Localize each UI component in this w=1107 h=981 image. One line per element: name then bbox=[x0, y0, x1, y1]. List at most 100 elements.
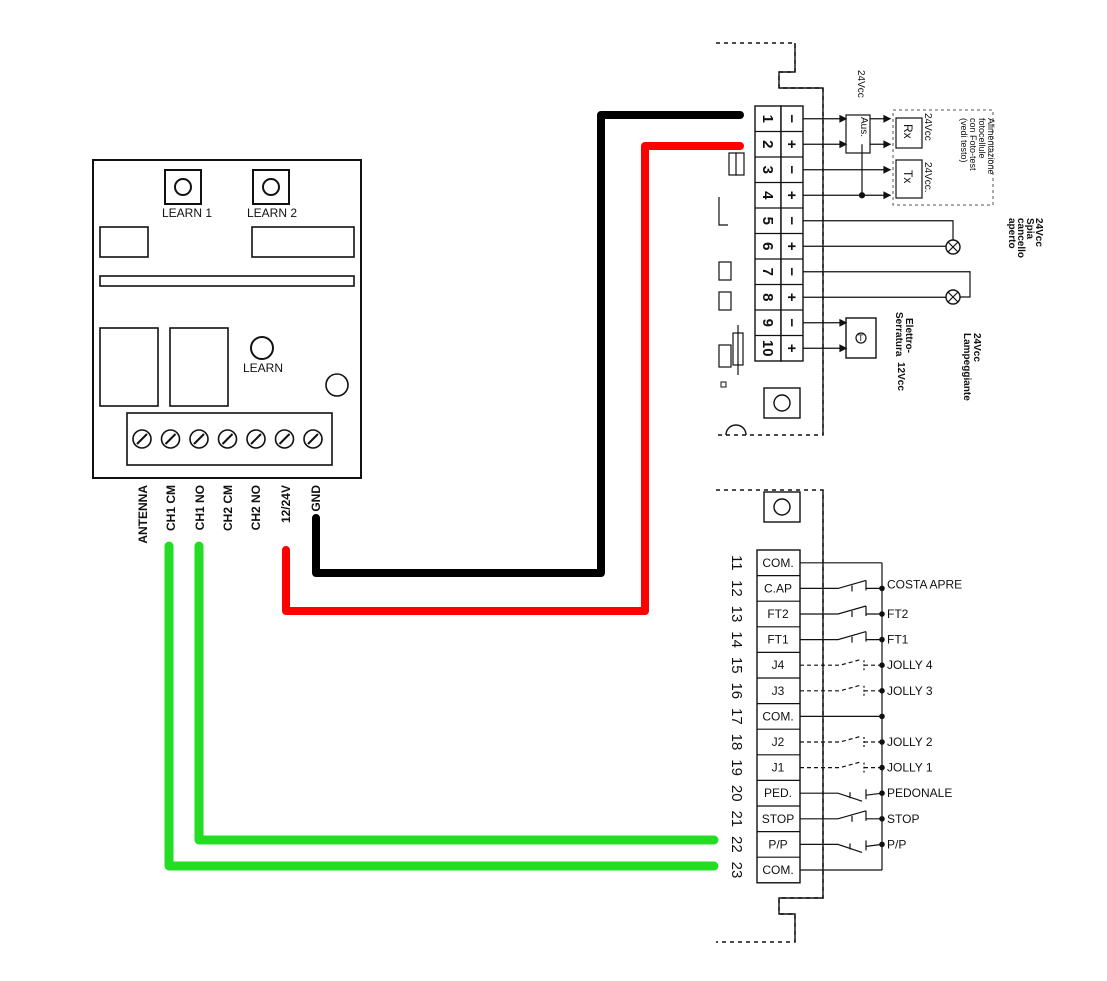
photocell-note-line: (vedi testo) bbox=[959, 118, 969, 163]
terminal-number: 23 bbox=[728, 862, 745, 879]
spia-note-line: cancello bbox=[1015, 218, 1026, 258]
terminal-number: 4 bbox=[759, 191, 776, 200]
terminal-output-label: JOLLY 2 bbox=[887, 735, 933, 749]
photocell-note-line: fotocellule bbox=[977, 118, 987, 159]
tx-box bbox=[895, 159, 923, 199]
lamp-note-line: Lampeggiante bbox=[961, 333, 972, 401]
lamp-note-line: 24Vcc bbox=[971, 333, 982, 362]
terminal-label: FT1 bbox=[767, 633, 789, 647]
terminal-number: 14 bbox=[728, 631, 745, 648]
aus-box bbox=[845, 114, 871, 154]
relay-1 bbox=[99, 327, 159, 407]
screw-slot bbox=[193, 433, 205, 445]
terminal-label: C.AP bbox=[764, 581, 792, 595]
learn-button[interactable] bbox=[250, 336, 274, 360]
terminal-sign: + bbox=[783, 242, 800, 251]
terminal-label: FT2 bbox=[767, 607, 789, 621]
learn-label: LEARN bbox=[243, 361, 283, 375]
terminal-sign: − bbox=[783, 165, 800, 174]
aus-label: Aus. bbox=[858, 117, 869, 137]
terminal-label: COM. bbox=[762, 863, 793, 877]
terminal-number: 13 bbox=[728, 606, 745, 623]
green-wire-ch1-cm bbox=[164, 541, 719, 871]
board-component bbox=[735, 152, 745, 176]
terminal-number: 8 bbox=[759, 293, 776, 301]
photocell-note-line: con Foto-test bbox=[968, 118, 978, 171]
mounting-hole-icon bbox=[325, 373, 349, 397]
lock-note-line: 12Vcc bbox=[895, 362, 906, 391]
screw-slot bbox=[307, 433, 319, 445]
spia-note-line: aperto bbox=[1006, 218, 1017, 249]
aus-voltage-label: 24Vcc bbox=[855, 70, 866, 98]
terminal-number: 1 bbox=[759, 115, 776, 123]
terminal-number: 9 bbox=[759, 319, 776, 327]
lower-terminal-strip bbox=[756, 549, 801, 884]
receiver-terminal-label: CH2 CM bbox=[221, 485, 235, 531]
board-screw-icon bbox=[773, 498, 791, 516]
board-component bbox=[718, 261, 732, 281]
terminal-label: PED. bbox=[764, 786, 792, 800]
receiver-terminal-label: ANTENNA bbox=[136, 485, 150, 544]
terminal-sign: − bbox=[783, 114, 800, 123]
terminal-number: 6 bbox=[759, 242, 776, 250]
screw-slot bbox=[221, 433, 234, 445]
learn2-button-knob bbox=[262, 178, 280, 196]
wires bbox=[164, 111, 744, 871]
board-component bbox=[718, 291, 732, 311]
terminal-number: 16 bbox=[728, 682, 745, 699]
spia-note-line: Spia bbox=[1024, 218, 1035, 240]
learn1-label: LEARN 1 bbox=[162, 206, 212, 220]
rx-voltage-label: 24Vcc bbox=[922, 113, 933, 141]
component-strip bbox=[99, 275, 355, 287]
terminal-output-label: JOLLY 3 bbox=[887, 684, 933, 698]
terminal-number: 20 bbox=[728, 785, 745, 802]
terminal-output-label: PEDONALE bbox=[887, 786, 952, 800]
terminal-label: P/P bbox=[768, 837, 787, 851]
terminal-number: 5 bbox=[759, 217, 776, 225]
terminal-output-label: JOLLY 4 bbox=[887, 658, 933, 672]
terminal-output-label: P/P bbox=[887, 837, 906, 851]
rx-box bbox=[895, 117, 923, 149]
screw-slot bbox=[250, 433, 262, 445]
terminal-label: COM. bbox=[762, 709, 793, 723]
terminal-output-label: COSTA APRE bbox=[887, 577, 962, 591]
receiver-terminal-label: CH2 NO bbox=[249, 485, 263, 530]
terminal-number: 12 bbox=[728, 580, 745, 597]
lock-note-line: Elettro- bbox=[903, 318, 914, 353]
screw-slot bbox=[278, 433, 291, 445]
terminal-number: 7 bbox=[759, 268, 776, 276]
terminal-label: J3 bbox=[772, 684, 785, 698]
terminal-sign: + bbox=[783, 293, 800, 302]
terminal-sign: + bbox=[783, 191, 800, 200]
terminal-sign: − bbox=[783, 267, 800, 276]
terminal-number: 21 bbox=[728, 810, 745, 827]
terminal-output-label: STOP bbox=[887, 812, 919, 826]
red-wire bbox=[282, 142, 744, 615]
receiver-terminal-label: CH1 CM bbox=[164, 485, 178, 531]
terminal-label: J2 bbox=[772, 735, 785, 749]
receiver-terminal-label: GND bbox=[309, 485, 323, 512]
receiver-terminal-label: CH1 NO bbox=[193, 485, 207, 530]
terminal-number: 19 bbox=[728, 759, 745, 776]
electro-lock-icon: T bbox=[858, 333, 864, 343]
receiver-terminal-label: 12/24V bbox=[279, 485, 293, 523]
terminal-number: 15 bbox=[728, 657, 745, 674]
terminal-sign: + bbox=[783, 344, 800, 353]
learn2-label: LEARN 2 bbox=[247, 206, 297, 220]
terminal-sign: − bbox=[783, 318, 800, 327]
relay-2 bbox=[169, 327, 229, 407]
component-block-left bbox=[99, 226, 149, 258]
terminal-label: COM. bbox=[762, 556, 793, 570]
terminal-label: J1 bbox=[772, 761, 785, 775]
terminal-number: 18 bbox=[728, 734, 745, 751]
green-wire-ch1-no bbox=[194, 541, 719, 845]
receiver-module: LEARN 1 LEARN 2 LEARN ANTENNA CH1 CM CH1 N… bbox=[92, 159, 362, 544]
spia-note-line: 24Vcc bbox=[1033, 218, 1044, 247]
board-screw-icon bbox=[773, 394, 791, 412]
terminal-label: J4 bbox=[772, 658, 785, 672]
terminal-number: 10 bbox=[759, 340, 776, 357]
terminal-number: 2 bbox=[759, 140, 776, 148]
terminal-number: 22 bbox=[728, 836, 745, 853]
lock-note-line: Serratura bbox=[893, 312, 904, 357]
